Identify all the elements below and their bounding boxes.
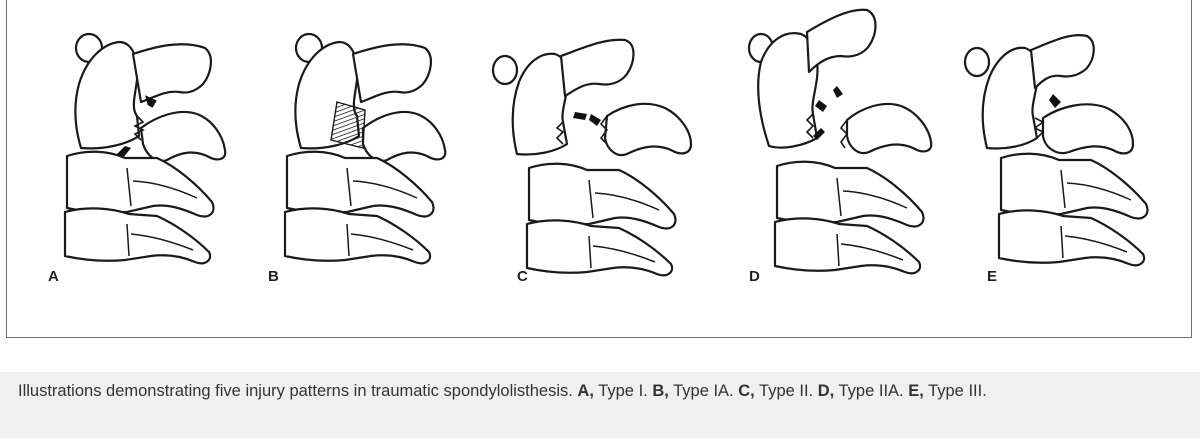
panel-d-illustration	[747, 8, 933, 275]
figure-caption: Illustrations demonstrating five injury …	[18, 380, 1186, 402]
panel-label-b: B	[268, 268, 279, 285]
caption-key-a: A,	[577, 382, 594, 400]
caption-text-c: Type II.	[754, 382, 818, 400]
panel-c-illustration	[491, 38, 693, 277]
figure-frame: A B C D E	[6, 0, 1192, 338]
caption-text-e: Type III.	[923, 382, 987, 400]
panel-e-illustration	[963, 34, 1149, 267]
caption-text-a: Type I.	[593, 382, 653, 400]
caption-key-d: D,	[817, 382, 835, 400]
panel-label-a: A	[48, 268, 59, 285]
panel-b-illustration	[283, 32, 447, 265]
caption-key-e: E,	[908, 382, 924, 400]
caption-key-b: B,	[652, 382, 669, 400]
panel-label-e: E	[987, 268, 998, 285]
caption-intro: Illustrations demonstrating five injury …	[18, 382, 578, 400]
caption-text-b: Type IA.	[668, 382, 739, 400]
caption-key-c: C,	[738, 382, 755, 400]
spine-illustrations	[63, 8, 1149, 277]
caption-text-d: Type IIA.	[834, 382, 909, 400]
panel-label-c: C	[517, 268, 528, 285]
panel-a-illustration	[63, 32, 227, 265]
panel-label-d: D	[749, 268, 760, 285]
caption-box: Illustrations demonstrating five injury …	[0, 372, 1200, 438]
